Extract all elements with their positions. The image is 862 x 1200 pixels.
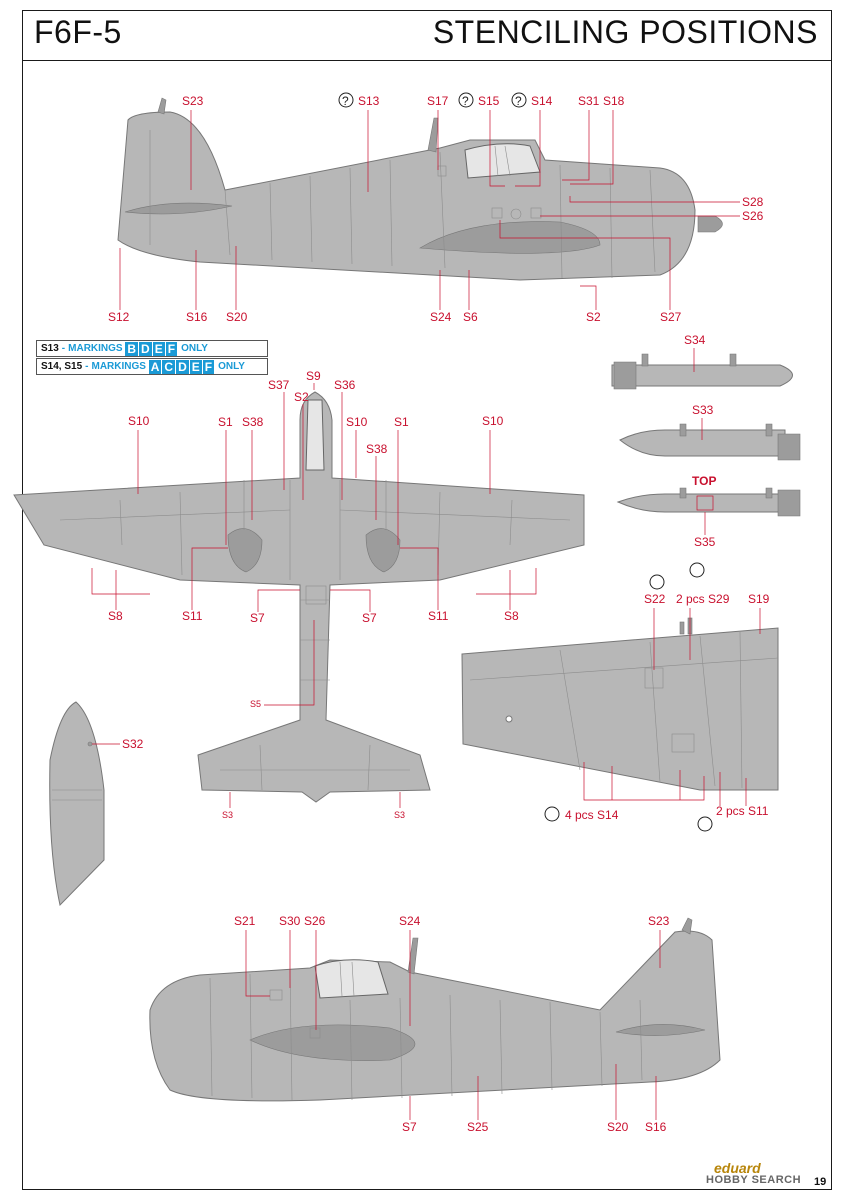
svg-text:S6: S6 <box>463 310 478 324</box>
svg-text:?: ? <box>515 94 522 108</box>
svg-text:S8: S8 <box>504 609 519 623</box>
svg-text:S31: S31 <box>578 94 600 108</box>
svg-text:S2: S2 <box>294 390 309 404</box>
model-name: F6F-5 <box>34 14 122 50</box>
svg-text:S10: S10 <box>128 414 150 428</box>
svg-text:?: ? <box>342 94 349 108</box>
svg-text:S24: S24 <box>430 310 452 324</box>
svg-text:S21: S21 <box>234 914 256 928</box>
svg-text:S35: S35 <box>694 535 716 549</box>
side-view-bottom <box>149 917 721 1102</box>
svg-text:S20: S20 <box>226 310 248 324</box>
svg-text:S13: S13 <box>358 94 380 108</box>
svg-text:S38: S38 <box>242 415 264 429</box>
svg-text:S30: S30 <box>279 914 301 928</box>
svg-text:S2: S2 <box>586 310 601 324</box>
svg-text:S27: S27 <box>660 310 682 324</box>
side-view-top <box>117 97 723 281</box>
svg-text:S15: S15 <box>478 94 500 108</box>
page-title: STENCILING POSITIONS <box>432 14 818 50</box>
svg-text:S10: S10 <box>346 415 368 429</box>
svg-text:S11: S11 <box>428 609 449 623</box>
svg-text:S25: S25 <box>467 1120 489 1134</box>
svg-text:S1: S1 <box>218 415 233 429</box>
side-top-callouts: ? ? ? S23 S13 S17 S15 S14 S31 S18 S28 S2… <box>108 92 764 324</box>
side-bottom-callouts: S21 S30 S26 S24 S23 S7 S25 S20 S16 <box>234 914 670 1134</box>
rudder-callouts: S32 <box>92 737 144 751</box>
svg-text:S17: S17 <box>427 94 449 108</box>
watermark: HOBBY SEARCH <box>706 1174 802 1186</box>
svg-text:S18: S18 <box>603 94 625 108</box>
svg-text:S7: S7 <box>402 1120 417 1134</box>
svg-text:S1: S1 <box>394 415 409 429</box>
svg-text:2 pcs S29: 2 pcs S29 <box>676 592 730 606</box>
svg-text:S14: S14 <box>531 94 553 108</box>
svg-text:S7: S7 <box>250 611 265 625</box>
svg-text:S20: S20 <box>607 1120 629 1134</box>
svg-text:S11: S11 <box>182 609 203 623</box>
svg-text:S9: S9 <box>306 369 321 383</box>
svg-text:S33: S33 <box>692 403 714 417</box>
wing-panel <box>461 617 779 791</box>
svg-text:S3: S3 <box>394 810 405 820</box>
svg-text:S32: S32 <box>122 737 144 751</box>
svg-text:4 pcs S14: 4 pcs S14 <box>565 808 619 822</box>
wing-callouts: S22 2 pcs S29 S19 4 pcs S14 2 pcs S11 <box>544 562 770 832</box>
svg-text:S19: S19 <box>748 592 770 606</box>
svg-text:S3: S3 <box>222 810 233 820</box>
svg-text:S37: S37 <box>268 378 290 392</box>
svg-text:S26: S26 <box>304 914 326 928</box>
svg-text:S12: S12 <box>108 310 130 324</box>
svg-text:2 pcs S11: 2 pcs S11 <box>716 804 769 818</box>
plan-callouts: S9 S37 S2 S36 S10 S1 S38 S10 S1 S10 S38 … <box>91 369 537 820</box>
drop-tanks <box>611 353 801 517</box>
page-frame <box>22 10 832 1190</box>
brand-logo: eduard <box>714 1160 761 1176</box>
svg-text:?: ? <box>462 94 469 108</box>
svg-text:S16: S16 <box>186 310 208 324</box>
svg-text:S28: S28 <box>742 195 764 209</box>
svg-text:S36: S36 <box>334 378 356 392</box>
svg-text:TOP: TOP <box>692 474 716 488</box>
rudder <box>49 701 105 907</box>
header-divider <box>22 60 832 61</box>
svg-text:S38: S38 <box>366 442 388 456</box>
svg-text:S34: S34 <box>684 333 706 347</box>
svg-text:S22: S22 <box>644 592 666 606</box>
svg-text:S7: S7 <box>362 611 377 625</box>
svg-text:S23: S23 <box>182 94 204 108</box>
svg-text:S10: S10 <box>482 414 504 428</box>
svg-text:S16: S16 <box>645 1120 667 1134</box>
svg-text:S23: S23 <box>648 914 670 928</box>
svg-text:S5: S5 <box>250 699 261 709</box>
svg-text:S24: S24 <box>399 914 421 928</box>
tank-callouts: S34 S33 TOP S35 <box>684 333 716 549</box>
svg-text:S26: S26 <box>742 209 764 223</box>
page-number: 19 <box>814 1176 827 1188</box>
svg-text:S8: S8 <box>108 609 123 623</box>
